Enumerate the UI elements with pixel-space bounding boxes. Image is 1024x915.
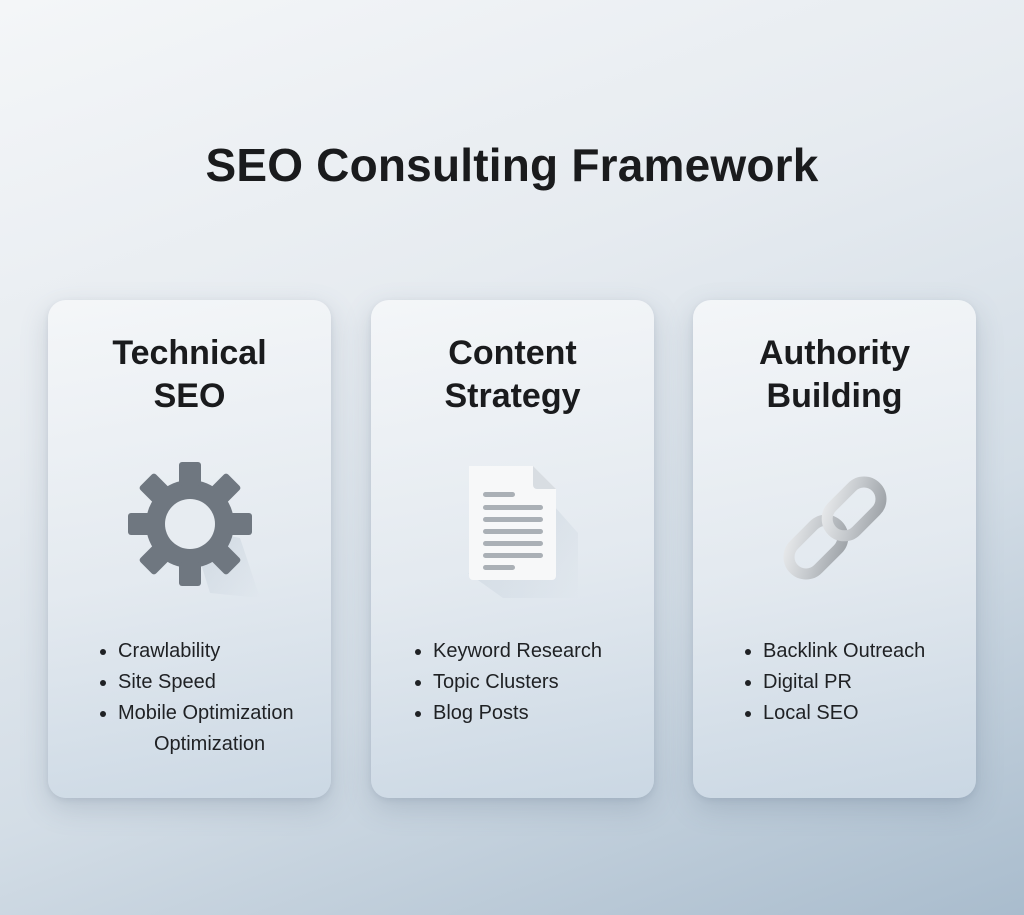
document-icon xyxy=(443,458,583,598)
list-item: Mobile Optimization xyxy=(98,698,294,729)
list-item: Keyword Research xyxy=(413,636,602,667)
list-item: Digital PR xyxy=(743,667,925,698)
list-item: Site Speed xyxy=(98,667,294,698)
gear-icon xyxy=(120,458,260,598)
chain-link-icon xyxy=(765,458,905,598)
card-title-line2: Building xyxy=(766,377,903,415)
card-authority-building: Authority Building Backlink Outreach Dig… xyxy=(693,300,976,798)
list-item: Crawlability xyxy=(98,636,294,667)
page-title: SEO Consulting Framework xyxy=(205,139,819,191)
card-content-strategy: Content Strategy K xyxy=(371,300,654,798)
feature-list: Keyword Research Topic Clusters Blog Pos… xyxy=(413,636,602,729)
feature-list: Crawlability Site Speed Mobile Optimizat… xyxy=(98,636,294,760)
card-title-line2: Strategy xyxy=(444,377,581,415)
card-title-line1: Technical xyxy=(112,334,267,372)
card-title: Authority Building xyxy=(693,332,976,418)
card-title-line1: Content xyxy=(448,334,577,372)
list-item: Local SEO xyxy=(743,698,925,729)
card-title-line1: Authority xyxy=(758,334,911,372)
card-technical-seo: Technical SEO xyxy=(48,300,331,798)
feature-list: Backlink Outreach Digital PR Local SEO xyxy=(743,636,925,729)
list-item: Backlink Outreach xyxy=(743,636,925,667)
card-title: Technical SEO xyxy=(48,332,331,418)
list-item-continuation: Optimization xyxy=(154,733,266,755)
list-item: Blog Posts xyxy=(413,698,602,729)
card-title: Content Strategy xyxy=(371,332,654,418)
card-title-line2: SEO xyxy=(153,377,226,415)
list-item: Topic Clusters xyxy=(413,667,602,698)
